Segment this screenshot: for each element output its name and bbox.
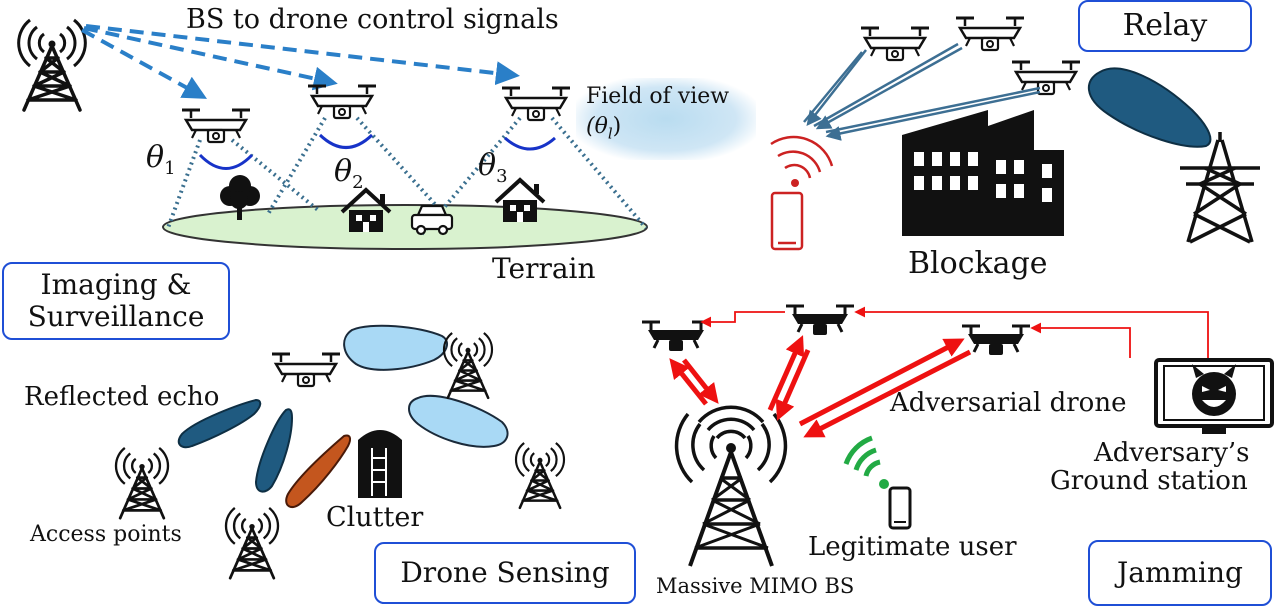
drone-sensing-title-box: Drone Sensing [374, 542, 636, 604]
relay-drone-2-icon [954, 16, 1026, 52]
legitimate-user-label: Legitimate user [808, 532, 1017, 562]
adversary-ground-station-line1: Adversary’s [1094, 438, 1250, 468]
field-of-view-highlight [576, 78, 756, 160]
adversarial-drone-label: Adversarial drone [890, 388, 1127, 418]
field-of-view-lines [166, 116, 648, 238]
control-signal-arrow-2 [83, 26, 338, 91]
imaging-surveillance-title-box: Imaging & Surveillance [2, 262, 230, 340]
drone-sensing-panel [114, 324, 566, 580]
jamming-title-box: Jamming [1088, 540, 1272, 606]
reflected-echo-label: Reflected echo [24, 382, 220, 412]
access-point-tower-1-icon [442, 331, 494, 400]
theta3-label: θ3 [478, 148, 508, 187]
theta2-label: θ2 [334, 154, 364, 193]
surveillance-drone-2-icon [306, 84, 378, 120]
house-icon-1 [340, 188, 392, 234]
control-signal-arrow-1 [81, 28, 208, 99]
access-points-label: Access points [30, 522, 182, 547]
legit-drone-2-icon [784, 304, 856, 337]
massive-mimo-bs-label: Massive MIMO BS [656, 574, 855, 598]
factory-blockage-icon [902, 110, 1064, 236]
relay-user-phone-icon [770, 135, 834, 251]
relay-drone-3-icon [1010, 60, 1082, 96]
sensing-beam-upper [343, 324, 449, 371]
jamming-links [669, 335, 972, 438]
bs-control-signals-label: BS to drone control signals [186, 4, 559, 35]
legitimate-user-phone-icon [843, 435, 912, 530]
control-signal-arrows [81, 24, 520, 99]
relay-panel [770, 16, 1260, 251]
base-station-tower-icon [16, 18, 88, 112]
tree-icon [220, 175, 260, 220]
relay-title: Relay [1122, 7, 1208, 43]
adversary-ground-station-line2: Ground station [1050, 466, 1248, 496]
echo-lobe-clutter [285, 434, 352, 509]
fov-label-line1: Field of view [586, 84, 730, 109]
devil-face-icon [1192, 372, 1236, 416]
access-point-tower-2-icon [514, 441, 566, 510]
echo-lobe-2 [254, 408, 294, 493]
adversarial-drone-icon [960, 324, 1032, 357]
drone-sensing-title: Drone Sensing [400, 555, 610, 589]
imaging-title-line2: Surveillance [27, 300, 205, 333]
fov-angle-arcs [198, 133, 556, 170]
surveillance-drone-1-icon [180, 108, 252, 144]
clutter-label: Clutter [326, 502, 424, 533]
relay-drone-1-icon [859, 26, 931, 62]
legit-drone-1-icon [640, 320, 712, 353]
sensing-beam-lower [408, 394, 509, 448]
relay-title-box: Relay [1078, 0, 1252, 52]
theta1-label: θ1 [146, 140, 176, 179]
clutter-silo-icon [358, 430, 402, 498]
jamming-panel [640, 304, 1274, 567]
adversary-monitor-icon [1154, 358, 1274, 434]
adversary-control-lines [700, 306, 1209, 358]
relay-beam-lobe [1087, 67, 1212, 148]
pylon-tower-icon [1180, 132, 1260, 244]
blockage-label: Blockage [908, 246, 1048, 281]
access-point-tower-4-icon [224, 506, 280, 580]
car-icon [410, 204, 454, 236]
control-signal-arrow-3 [85, 24, 520, 86]
sensing-drone-icon [270, 352, 342, 388]
imaging-title-line1: Imaging & [40, 267, 192, 301]
access-point-tower-3-icon [114, 446, 170, 520]
fov-label-line2: (θl) [586, 114, 622, 143]
massive-mimo-bs-icon [674, 405, 788, 567]
relay-links [803, 42, 1041, 141]
echo-lobe-1 [177, 398, 262, 449]
terrain-label: Terrain [492, 252, 596, 285]
imaging-surveillance-panel [16, 18, 648, 250]
terrain-ellipse [162, 204, 648, 250]
jamming-title: Jamming [1117, 555, 1243, 589]
surveillance-drone-3-icon [500, 86, 572, 122]
